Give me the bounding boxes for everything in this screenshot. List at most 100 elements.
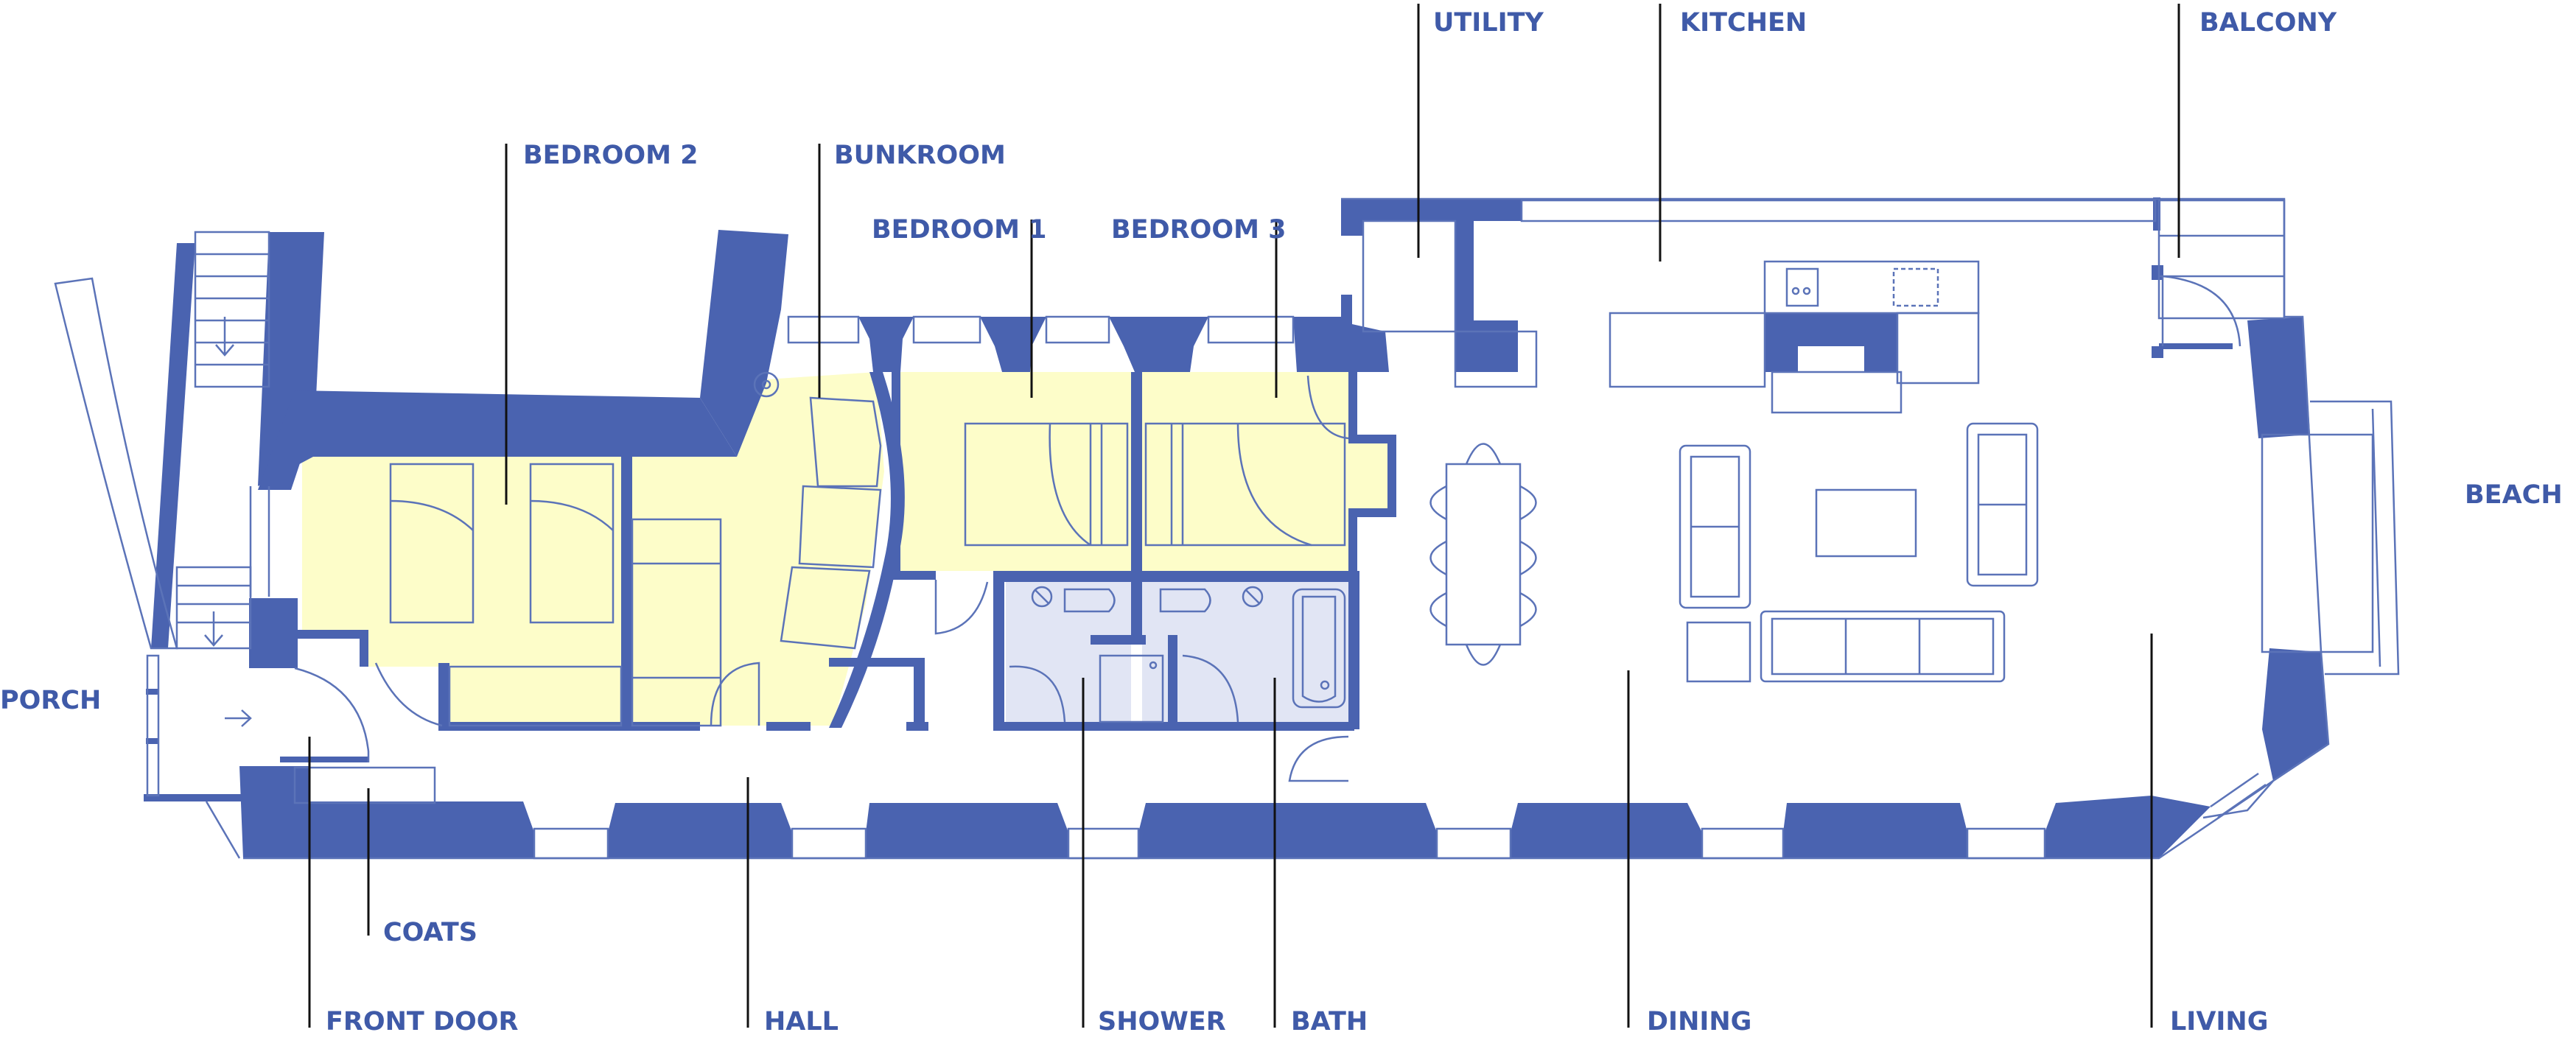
outlines [54,197,2400,860]
label-shower: SHOWER [1098,1007,1226,1036]
bed-3 [1144,422,1346,547]
bed-1 [964,422,1129,547]
wall-pier-4 [1293,295,1389,372]
wall-kitchen-island-block [1765,313,1897,372]
wall-balcony-post-1 [2152,265,2163,280]
dining-table [1445,463,1522,646]
wall-shower-cubicle-n [1091,635,1146,645]
wall-bed3-bay-bottom [1348,508,1396,517]
room-labels: UTILITY KITCHEN BALCONY BEDROOM 2 BUNKRO… [0,8,2563,1036]
wall-shower-cubicle-e [1168,635,1177,729]
wall-south-7 [2045,796,2211,858]
bunkroom-area [632,372,884,726]
coffee-table [1815,488,1917,558]
label-coats: COATS [383,918,477,947]
shower-tray [1099,654,1164,723]
bed1-door [934,580,989,635]
label-balcony: BALCONY [2199,8,2337,38]
shower-room-area [1006,582,1131,726]
outline-kitchen-window [1520,199,2157,222]
wall-south-4 [1138,803,1437,858]
wall-bed1-bed3 [1131,372,1142,578]
wall-porch-marks-2 [146,738,158,744]
bed2-door-swing [374,662,443,727]
label-bath: BATH [1291,1007,1368,1036]
kitchen-counter [1763,260,1980,315]
wall-porch-sill [144,794,243,801]
hall-door [1288,735,1349,782]
bay-window-seat [2261,433,2374,653]
bedroom-3-area [1142,372,1393,571]
wall-pier-3 [1109,317,1208,372]
wall-bunk-curve [829,372,905,728]
wall-east-upper [2247,317,2310,438]
wall-bed1-west [892,372,900,578]
bathtub [1292,588,1346,709]
bath-toilet [1159,588,1211,613]
wall-south-5 [1511,803,1702,858]
label-utility: UTILITY [1433,8,1544,38]
bed2-wardrobe [448,665,623,727]
stairs-upper [194,231,270,388]
wall-bed3-bay-side [1387,435,1396,517]
wall-hall-stub-3 [906,722,928,731]
wall-balcony-top [2153,197,2160,231]
wall-pier-2 [980,317,1046,372]
wall-hall-stub-2 [914,658,925,728]
wall-bed3-east-b [1348,508,1357,582]
wall-shower-bath [1131,571,1142,645]
bed3-door [1306,375,1349,440]
wall-bath-north [993,571,1356,582]
wall-east-lower [2262,648,2328,781]
label-living: LIVING [2170,1007,2268,1036]
wall-bed3-bay-top [1348,435,1396,443]
wall-south-1 [239,766,534,858]
wall-south-3 [866,803,1068,858]
label-bedroom-3: BEDROOM 3 [1111,215,1286,245]
shower-door [1009,665,1066,723]
label-porch: PORCH [0,686,101,715]
wall-porch-marks-1 [146,689,158,695]
porch-rail [146,654,160,797]
wall-bed2-ledge [298,630,368,639]
bath-door [1182,654,1239,723]
wall-shower-south [993,722,1354,731]
wall-bed2-stub [360,630,368,667]
wall-bed3-east-a [1348,372,1357,442]
wall-bed2-south-a [438,663,449,726]
bunk-basin [753,371,780,398]
sofa-bottom [1760,610,2006,683]
wall-shower-west [993,571,1004,729]
wall-bath-east [1348,571,1359,729]
label-front-door: FRONT DOOR [326,1007,519,1036]
bunk-wardrobe [809,396,882,488]
bedroom-2-area [302,457,626,726]
leader-lines [308,4,2180,1028]
kitchen-hob [1892,267,1939,307]
label-dining: DINING [1647,1007,1751,1036]
balcony-area [2157,199,2286,320]
wall-bunk-pier [700,230,788,457]
room-fills [302,372,1393,726]
sofa-left [1679,444,1751,609]
label-bunkroom: BUNKROOM [834,141,1006,170]
label-bedroom-2: BEDROOM 2 [523,141,698,170]
bedroom-1-area [899,372,1131,571]
wall-porch-post [249,598,298,668]
wall-south-6 [1783,803,1967,858]
utility-cupboard [1362,220,1457,333]
bath-room-area [1142,582,1348,726]
wall-bedrooms-south [892,571,936,580]
wall-bunk-door-north [766,722,811,731]
stairs-lower [175,566,252,650]
walls [144,197,2328,858]
label-kitchen: KITCHEN [1680,8,1807,38]
wall-left-vertical [151,243,195,648]
balcony-door [2162,275,2241,347]
label-beach: BEACH [2465,480,2563,510]
wall-utility-top [1341,199,1522,372]
kitchen-sink [1785,267,1819,307]
front-door-swing [294,667,370,762]
label-bedroom-1: BEDROOM 1 [872,215,1046,245]
